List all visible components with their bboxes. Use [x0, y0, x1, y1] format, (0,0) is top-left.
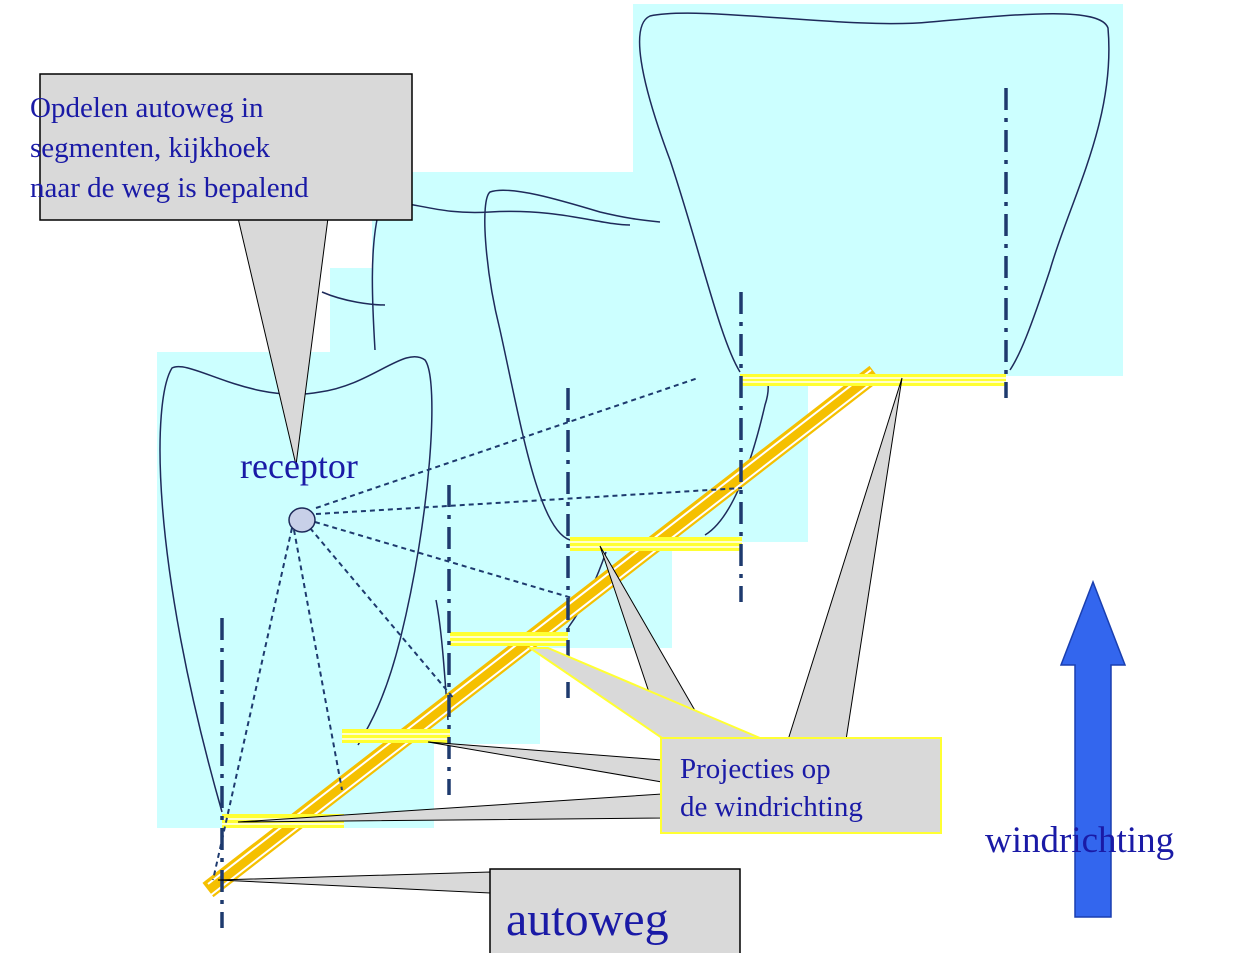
wind-direction-label: windrichting	[985, 820, 1174, 861]
sight-line-5	[315, 487, 743, 515]
road-body	[202, 365, 881, 898]
projections-callout-line: Projecties op	[680, 753, 831, 785]
plume-outlines	[159, 12, 1110, 813]
segments-callout-line: segmenten, kijkhoek	[30, 132, 271, 164]
plume-outline-3	[377, 199, 631, 226]
plume-outline-2	[321, 291, 386, 306]
sight-lines	[212, 377, 743, 881]
projections-callout-text: Projecties op de windrichting	[680, 750, 863, 826]
segments-callout-box	[39, 73, 413, 221]
receptor-label: receptor	[240, 446, 358, 486]
receptor-circle-icon	[288, 507, 316, 533]
sight-line-1	[212, 527, 293, 881]
projections-callout-line: de windrichting	[680, 791, 863, 823]
road-callout-tail	[217, 871, 491, 894]
plume-outline-2b	[371, 214, 379, 351]
segments-callout-text: Opdelen autoweg in segmenten, kijkhoek n…	[30, 88, 309, 208]
plume-outline-4	[484, 189, 661, 541]
sight-line-2	[293, 529, 343, 791]
sight-line-3	[309, 527, 456, 701]
plume-outline-5	[638, 12, 1110, 373]
segments-callout-line: naar de weg is bepalend	[30, 172, 309, 204]
up-arrow-icon	[1059, 579, 1127, 918]
road-callout-text: autoweg	[506, 893, 669, 946]
sight-line-6	[315, 377, 699, 509]
projection-3	[450, 632, 568, 646]
projection-5	[740, 374, 1006, 386]
plume-outline-1	[159, 355, 433, 813]
road-callout-box	[489, 868, 741, 953]
road-lane-1	[207, 369, 872, 885]
projection-4	[570, 537, 742, 551]
plume-bg-5	[633, 4, 1123, 376]
projections	[222, 374, 1006, 828]
projection-2	[342, 729, 450, 743]
projections-callout-box	[660, 737, 942, 834]
segments-callout-line: Opdelen autoweg in	[30, 92, 264, 124]
